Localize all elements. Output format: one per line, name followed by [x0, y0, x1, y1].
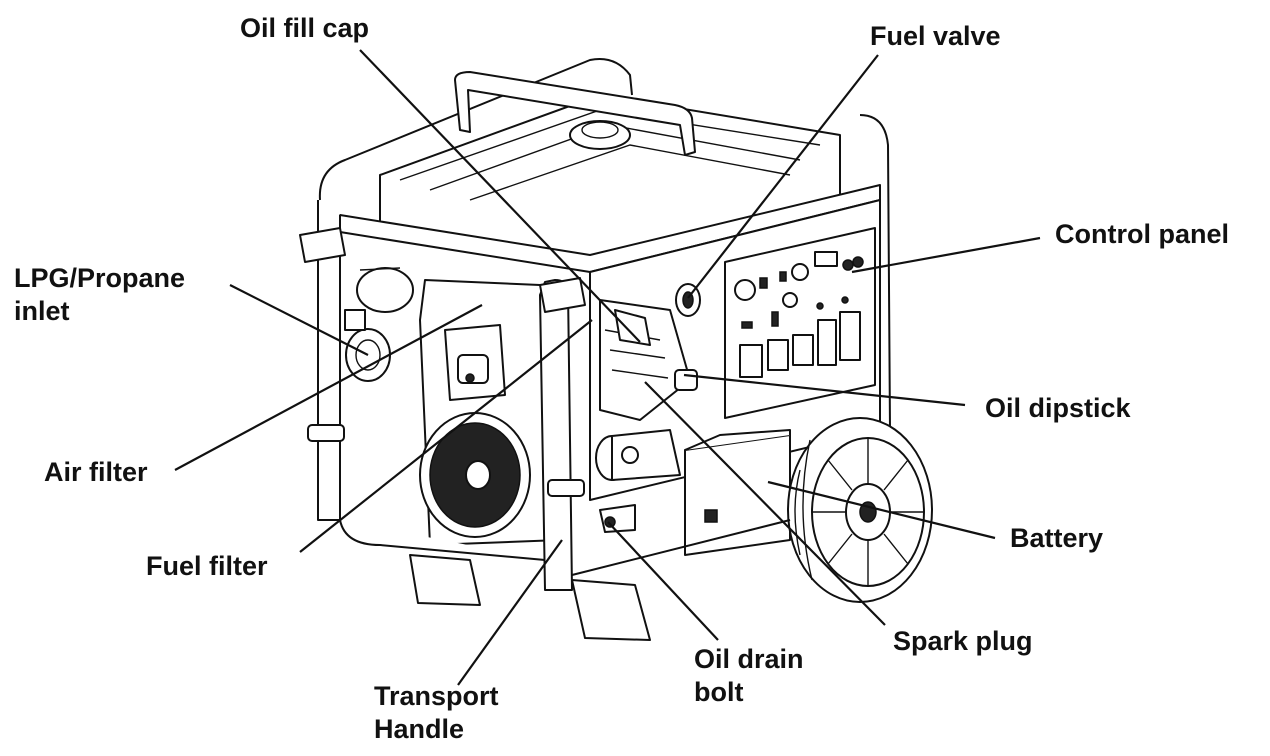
wheel	[788, 418, 932, 602]
label-spark-plug: Spark plug	[893, 625, 1033, 658]
label-lpg-line2: inlet	[14, 295, 185, 328]
control-panel-drawing	[725, 228, 875, 418]
label-lpg-propane-inlet: LPG/Propane inlet	[14, 262, 185, 328]
generator-feet	[410, 555, 650, 640]
label-fuel-filter: Fuel filter	[146, 550, 268, 583]
label-control-panel: Control panel	[1055, 218, 1229, 251]
label-transport-line1: Transport	[374, 680, 499, 713]
label-transport-line2: Handle	[374, 713, 499, 746]
oil-drain-bolt-drawing	[600, 505, 635, 532]
label-battery: Battery	[1010, 522, 1103, 555]
label-oil-dipstick: Oil dipstick	[985, 392, 1131, 425]
label-transport-handle: Transport Handle	[374, 680, 499, 746]
label-oil-drain-line2: bolt	[694, 676, 804, 709]
label-oil-drain-bolt: Oil drain bolt	[694, 643, 804, 709]
leader-transport-handle	[458, 540, 562, 685]
label-air-filter: Air filter	[44, 456, 148, 489]
label-fuel-valve: Fuel valve	[870, 20, 1001, 53]
lpg-inlet-fittings	[345, 268, 413, 381]
label-lpg-line1: LPG/Propane	[14, 262, 185, 295]
battery-drawing	[685, 430, 790, 555]
label-oil-drain-line1: Oil drain	[694, 643, 804, 676]
flywheel-cover	[420, 413, 530, 537]
starter-motor	[596, 430, 680, 480]
label-oil-fill-cap: Oil fill cap	[240, 12, 369, 45]
